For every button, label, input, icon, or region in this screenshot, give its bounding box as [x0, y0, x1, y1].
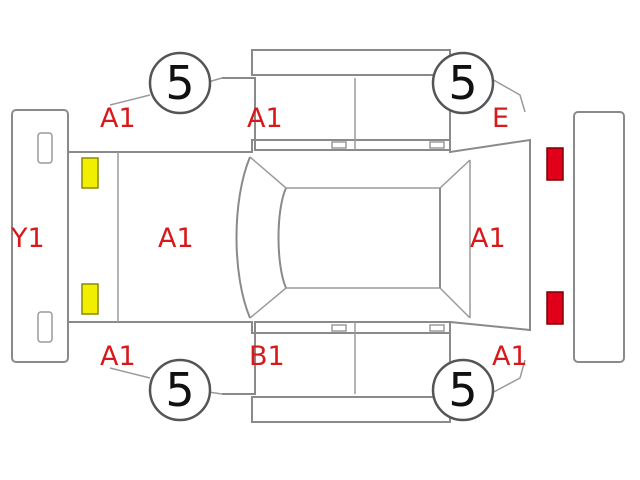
label-hood: A1	[158, 223, 194, 254]
tire-circle-front-left	[148, 51, 212, 115]
tire-circle-front-right	[148, 358, 212, 422]
tire-rear-right-value: 5	[448, 363, 477, 417]
top-door-handle-rear	[429, 141, 445, 149]
label-left-front-lower: A1	[100, 341, 136, 372]
top-door-handle-front	[331, 141, 347, 149]
front-light-bottom	[81, 283, 99, 315]
tire-circle-rear-left	[431, 51, 495, 115]
tire-rear-right: 5	[431, 358, 495, 422]
bottom-side-strip	[251, 396, 451, 423]
windshield-outer	[235, 156, 251, 319]
rear-bumper-outline	[573, 111, 625, 363]
rear-light-top	[546, 147, 564, 181]
tire-circle-rear-right	[431, 358, 495, 422]
front-light-top	[81, 157, 99, 189]
rear-light-bottom	[546, 291, 564, 325]
tire-rear-left-value: 5	[448, 56, 477, 110]
tire-front-right-value: 5	[165, 363, 194, 417]
label-front-left-door: A1	[247, 103, 283, 134]
label-front-left-corner: A1	[100, 103, 136, 134]
front-bumper-slot-bottom	[37, 311, 53, 343]
tire-front-right: 5	[148, 358, 212, 422]
bottom-door-handle-front	[331, 324, 347, 332]
top-side-strip	[251, 49, 451, 76]
roof-top-edge	[249, 156, 471, 189]
tire-front-left-value: 5	[165, 56, 194, 110]
label-rear-left-lower: A1	[492, 341, 528, 372]
label-rear-right-corner: E	[492, 103, 509, 134]
tire-rear-left: 5	[431, 51, 495, 115]
label-left-rocker: B1	[249, 341, 285, 372]
label-front-bumper: Y1	[10, 223, 45, 254]
label-trunk: A1	[470, 223, 506, 254]
windshield-inner	[277, 187, 287, 289]
roof-bottom-edge	[249, 287, 471, 319]
body-outline	[67, 138, 531, 334]
tire-front-left: 5	[148, 51, 212, 115]
bottom-door-handle-rear	[429, 324, 445, 332]
front-bumper-slot-top	[37, 132, 53, 164]
